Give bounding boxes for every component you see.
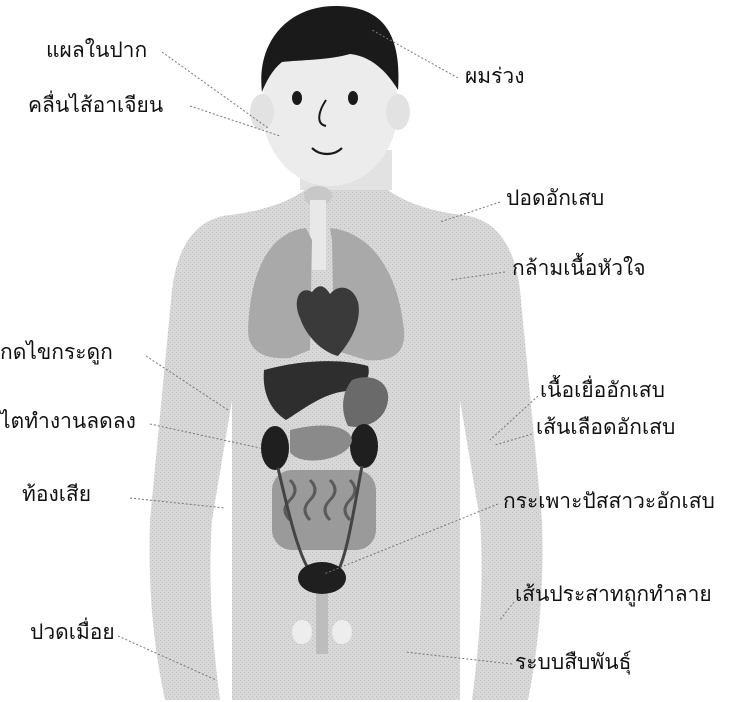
label-tissue-inflammation: เนื้อเยื่ออักเสบ <box>540 380 665 401</box>
label-hair-loss: ผมร่วง <box>465 66 524 87</box>
kidney-right <box>350 424 378 468</box>
bladder <box>298 562 346 594</box>
label-pneumonitis: ปอดอักเสบ <box>506 188 604 209</box>
label-nausea: คลื่นไส้อาเจียน <box>28 95 163 116</box>
label-fatigue: ปวดเมื่อย <box>30 622 115 643</box>
label-nerve-damage: เส้นประสาทถูกทำลาย <box>515 584 712 605</box>
label-vasculitis: เส้นเลือดอักเสบ <box>536 417 675 438</box>
trachea <box>310 200 326 270</box>
label-kidney: ไตทำงานลดลง <box>0 411 136 432</box>
label-mouth-ulcer: แผลในปาก <box>46 40 147 61</box>
label-diarrhea: ท้องเสีย <box>22 484 91 505</box>
label-bone-marrow: กดไขกระดูก <box>0 342 113 363</box>
label-cystitis: กระเพาะปัสสาวะอักเสบ <box>503 491 715 512</box>
label-myocarditis: กล้ามเนื้อหัวใจ <box>512 258 646 279</box>
kidney-left <box>261 426 289 470</box>
label-reproductive: ระบบสืบพันธุ์ <box>515 652 631 673</box>
